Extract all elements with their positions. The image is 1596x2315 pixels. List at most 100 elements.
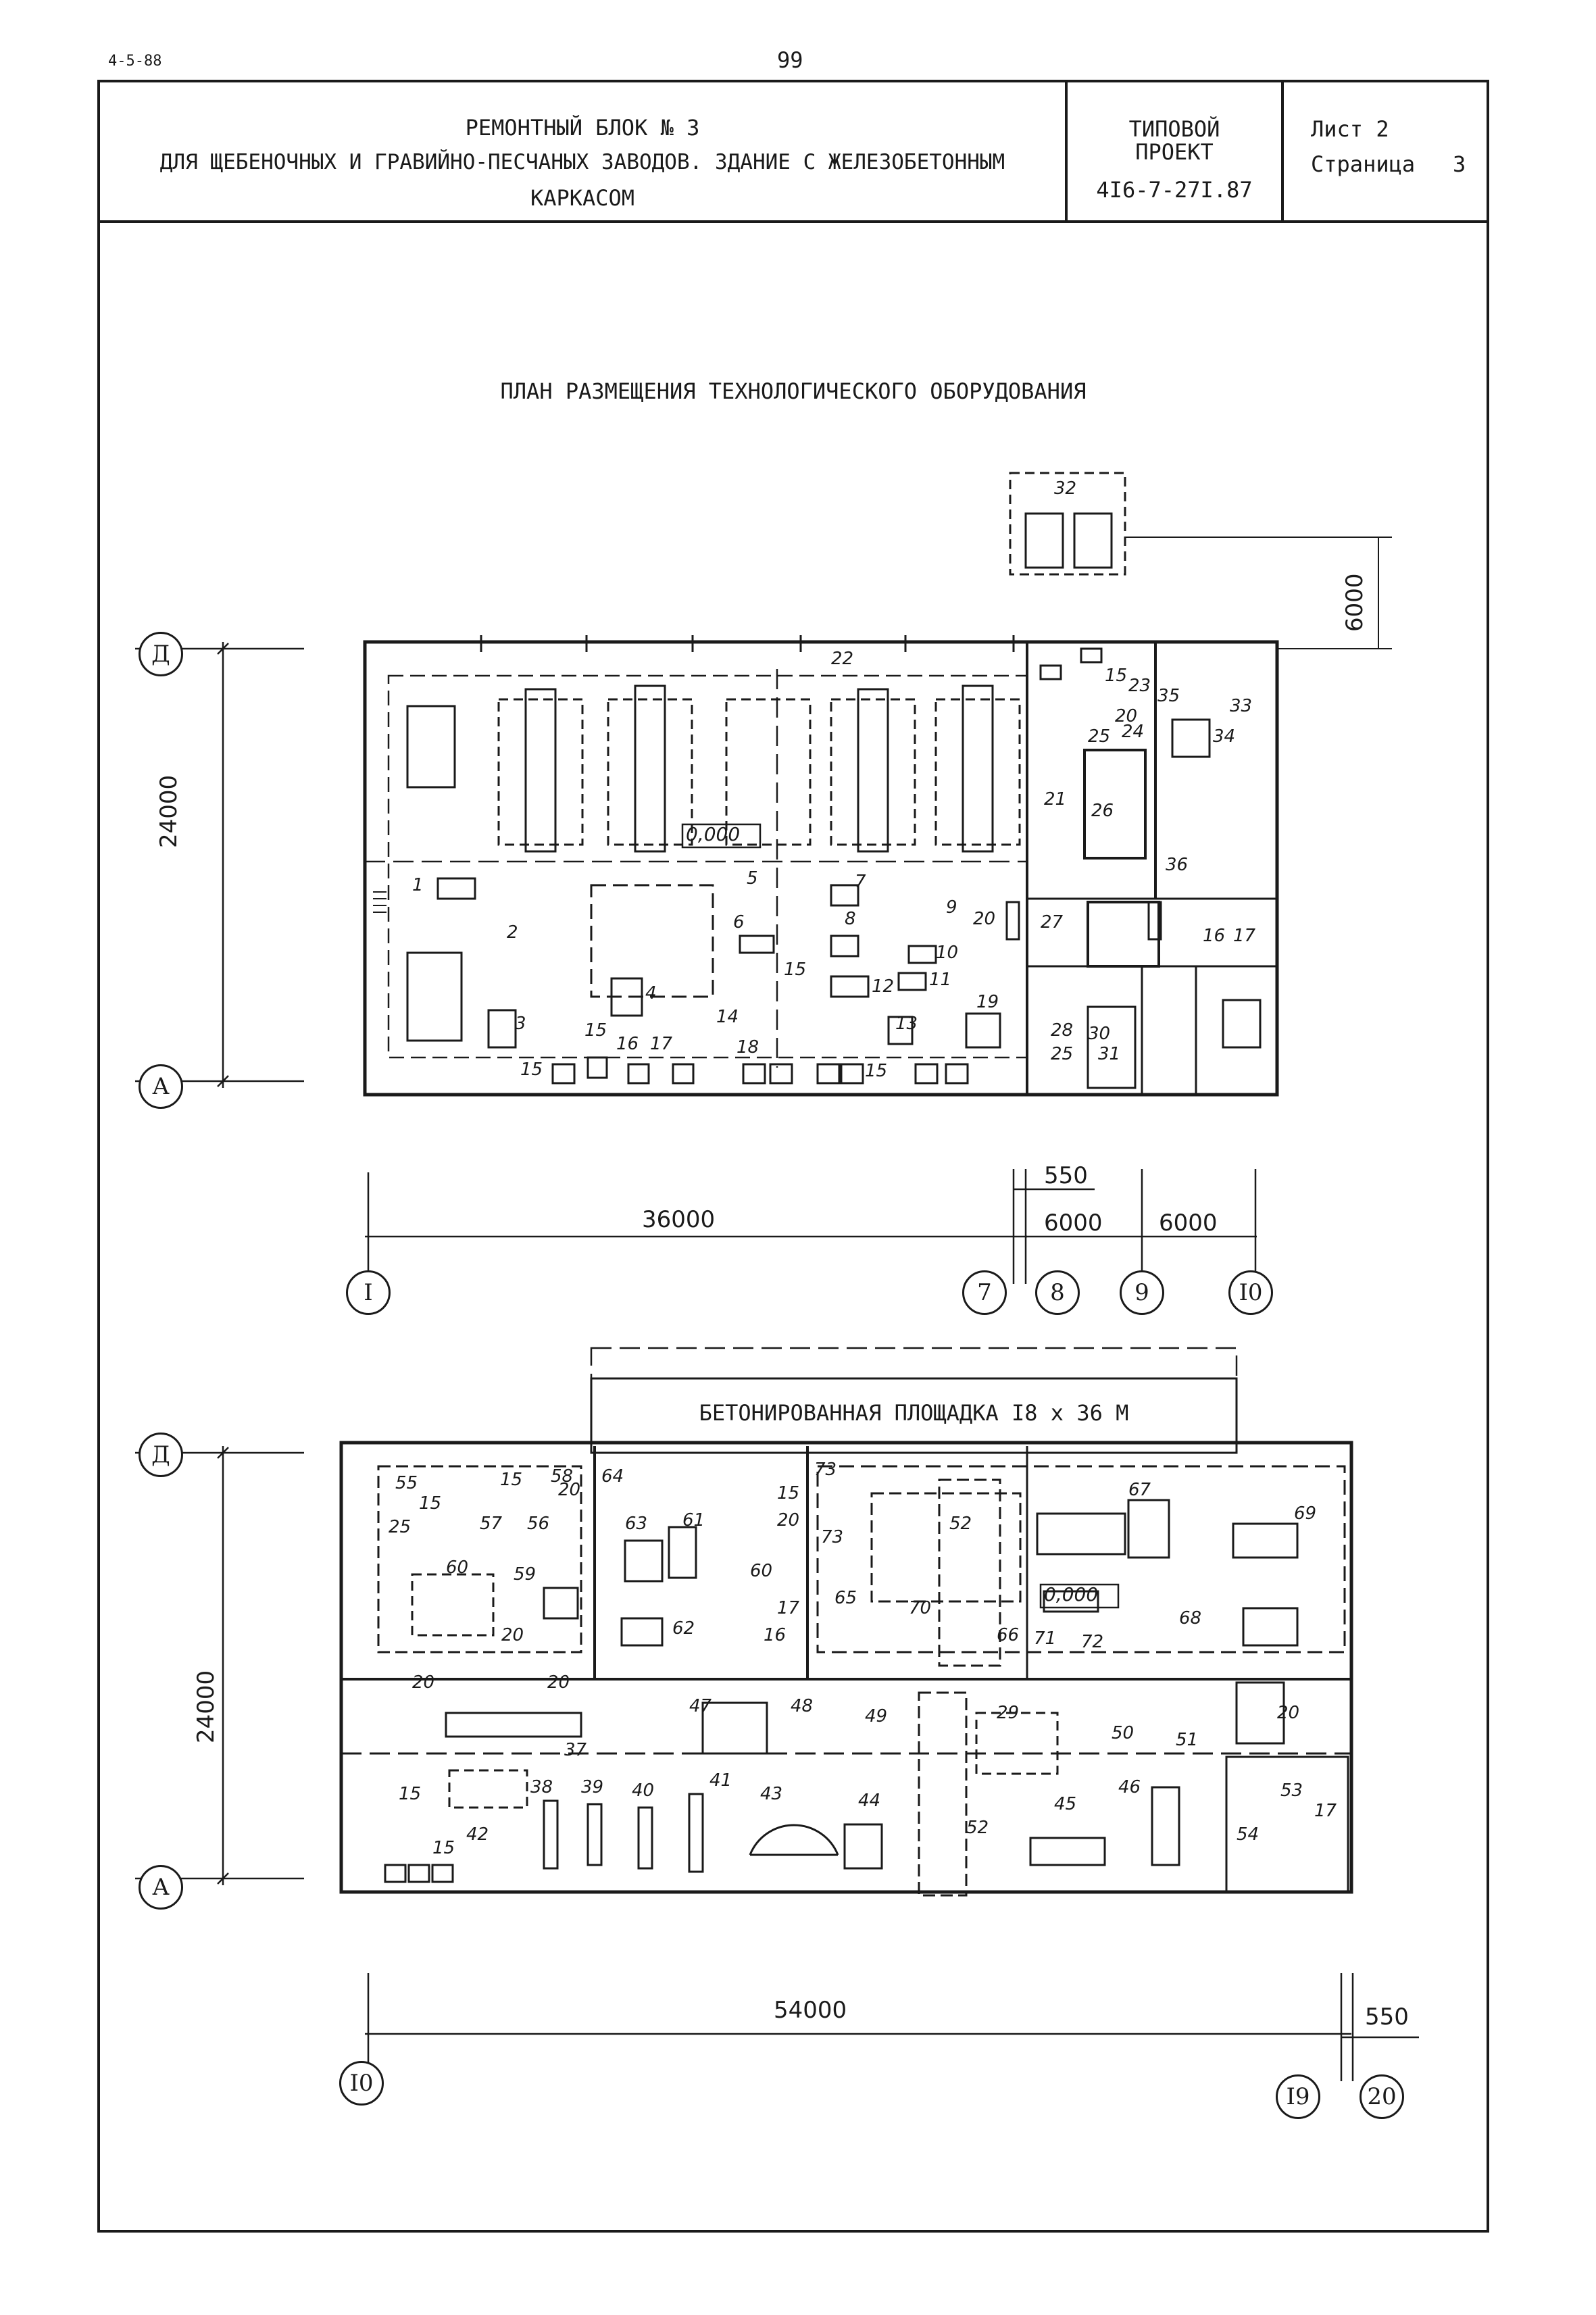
equipment-label: 47	[689, 1696, 712, 1716]
equipment-label: 73	[821, 1527, 844, 1547]
equipment-label: 44	[858, 1791, 881, 1811]
equipment-label: 20	[501, 1625, 524, 1645]
project-type-line-2: ПРОЕКТ	[1135, 139, 1214, 165]
equipment-label: 13	[895, 1014, 918, 1034]
equipment-label: 14	[716, 1007, 739, 1027]
equipment-label: 3	[515, 1014, 526, 1034]
project-number: 4I6-7-27I.87	[1096, 177, 1253, 203]
equipment-label: 59	[514, 1564, 537, 1585]
equipment-label: 72	[1081, 1632, 1104, 1652]
equipment-label: 32	[1054, 478, 1077, 499]
equipment-label: 45	[1054, 1794, 1077, 1814]
equipment-label: 15	[520, 1060, 543, 1080]
equipment-label: 39	[581, 1777, 604, 1797]
top-height-dimension: 24000	[155, 774, 182, 848]
top-axis-a: А	[139, 1064, 183, 1109]
page-number: 99	[777, 47, 803, 73]
top-annex	[1009, 472, 1392, 649]
top-dim-main: 36000	[642, 1206, 716, 1233]
concrete-pad-label: БЕТОНИРОВАННАЯ ПЛОЩАДКА I8 x 36 М	[699, 1400, 1129, 1426]
bottom-axis-d: Д	[139, 1433, 183, 1477]
equipment-label: 28	[1051, 1020, 1074, 1041]
title-line-3: КАРКАСОМ	[530, 185, 635, 211]
equipment-label: 24	[1122, 722, 1145, 742]
equipment-label: 15	[865, 1061, 888, 1081]
equipment-label: 15	[777, 1483, 800, 1503]
equipment-label: 19	[976, 992, 999, 1012]
equipment-label: 51	[1176, 1730, 1199, 1750]
equipment-label: 43	[760, 1784, 783, 1804]
page-label: Страница	[1311, 151, 1416, 177]
equipment-label: 66	[997, 1625, 1020, 1645]
equipment-label: 20	[1115, 706, 1138, 726]
equipment-label: 36	[1166, 855, 1189, 875]
equipment-label: 4	[645, 983, 657, 1003]
equipment-label: 46	[1118, 1777, 1141, 1797]
equipment-label: 52	[966, 1818, 989, 1838]
equipment-label: 33	[1230, 696, 1253, 716]
equipment-label: 17	[1233, 926, 1256, 946]
bottom-plan	[339, 1347, 1353, 1897]
equipment-label: 7	[855, 872, 866, 892]
equipment-label: 25	[1088, 726, 1111, 747]
equipment-label: 17	[777, 1598, 800, 1618]
equipment-label: 25	[389, 1517, 412, 1537]
equipment-label: 9	[946, 897, 957, 918]
top-axis-x-8: 8	[1035, 1270, 1080, 1315]
equipment-label: 65	[834, 1588, 857, 1608]
equipment-label: 64	[601, 1466, 624, 1487]
equipment-label: 16	[764, 1625, 787, 1645]
bottom-floor-level: 0,000	[1044, 1583, 1099, 1605]
equipment-label: 25	[1051, 1044, 1074, 1064]
top-plan-dimensions	[135, 642, 1257, 1284]
equipment-label: 52	[949, 1514, 972, 1534]
equipment-label: 57	[480, 1514, 503, 1534]
equipment-label: 70	[909, 1598, 932, 1618]
equipment-label: 8	[845, 909, 856, 929]
equipment-label: 56	[527, 1514, 550, 1534]
equipment-label: 17	[650, 1034, 673, 1054]
equipment-label: 41	[709, 1770, 732, 1791]
equipment-label: 2	[507, 922, 518, 943]
bottom-axis-x-20: 20	[1360, 2074, 1404, 2119]
equipment-label: 58	[551, 1466, 574, 1487]
equipment-label: 11	[929, 970, 952, 990]
equipment-label: 6	[733, 912, 745, 932]
bottom-axis-a: А	[139, 1865, 183, 1910]
bottom-height-dimension: 24000	[193, 1670, 220, 1743]
top-axis-x-9: 9	[1120, 1270, 1164, 1315]
bottom-dim-gap: 550	[1365, 2003, 1409, 2031]
project-type-line-1: ТИПОВОЙ	[1128, 116, 1220, 142]
equipment-label: 15	[584, 1020, 607, 1041]
equipment-label: 61	[682, 1510, 705, 1530]
drawing-heading: ПЛАН РАЗМЕЩЕНИЯ ТЕХНОЛОГИЧЕСКОГО ОБОРУДО…	[500, 378, 1087, 404]
equipment-label: 38	[530, 1777, 553, 1797]
bottom-dim-main: 54000	[774, 1997, 847, 2024]
title-line-1: РЕМОНТНЫЙ БЛОК № 3	[465, 115, 700, 141]
equipment-label: 54	[1237, 1824, 1260, 1845]
equipment-label: 29	[997, 1703, 1020, 1723]
equipment-label: 67	[1128, 1480, 1151, 1500]
equipment-label: 34	[1213, 726, 1236, 747]
equipment-label: 15	[432, 1838, 455, 1858]
equipment-label: 30	[1088, 1024, 1111, 1044]
equipment-label: 55	[395, 1473, 418, 1493]
top-axis-d: Д	[139, 632, 183, 676]
equipment-label: 10	[936, 943, 959, 963]
top-axis-x-10: I0	[1228, 1270, 1273, 1315]
equipment-label: 63	[625, 1514, 648, 1534]
equipment-label: 20	[1277, 1703, 1300, 1723]
equipment-label: 26	[1091, 801, 1114, 821]
top-dim-gap: 550	[1044, 1162, 1088, 1189]
equipment-label: 42	[466, 1824, 489, 1845]
top-axis-x-1: I	[346, 1270, 391, 1315]
equipment-label: 50	[1112, 1723, 1134, 1743]
equipment-label: 22	[831, 649, 854, 669]
equipment-label: 48	[791, 1696, 814, 1716]
top-dim-bay-2: 6000	[1159, 1210, 1218, 1237]
top-plan	[363, 635, 1279, 1097]
equipment-label: 20	[973, 909, 996, 929]
top-dim-bay-1: 6000	[1044, 1210, 1103, 1237]
title-line-2: ДЛЯ ЩЕБЕНОЧНЫХ И ГРАВИЙНО-ПЕСЧАНЫХ ЗАВОД…	[159, 150, 1005, 174]
